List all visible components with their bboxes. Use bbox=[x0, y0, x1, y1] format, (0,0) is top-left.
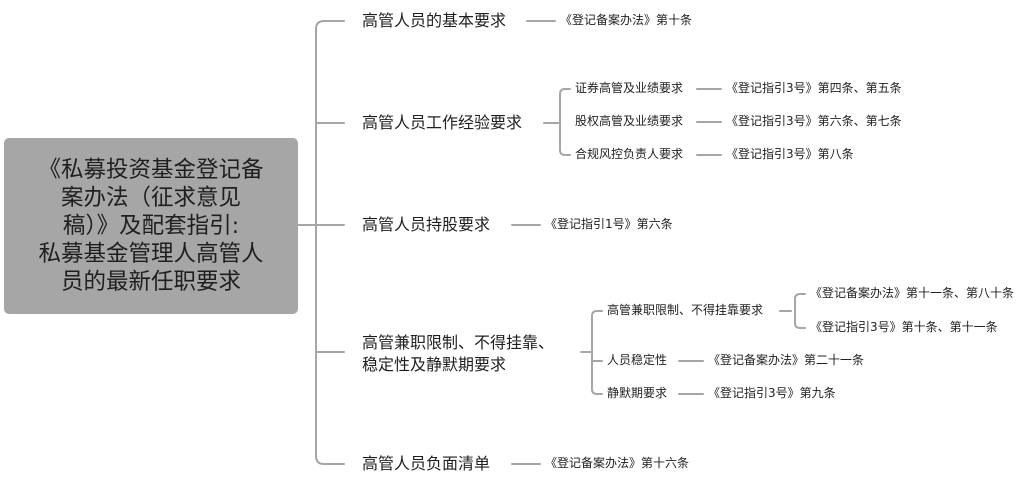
sub-bracket-2 bbox=[559, 88, 571, 156]
branch-2-child-1-ref: 《登记指引3号》第四条、第五条 bbox=[726, 81, 902, 95]
branch-4-child-3-label: 静默期要求 bbox=[607, 386, 668, 400]
root-title-line-1: 《私募投资基金登记备 bbox=[38, 157, 264, 183]
branch-5-label: 高管人员负面清单 bbox=[362, 454, 491, 473]
branch-2-child-2-label: 股权高管及业绩要求 bbox=[575, 114, 684, 128]
branch-4-child-2-label: 人员稳定性 bbox=[607, 353, 668, 367]
root-title-line-3: 稿）》及配套指引: bbox=[62, 213, 240, 239]
branch-5-ref: 《登记备案办法》第十六条 bbox=[545, 456, 690, 470]
branch-4-child-1-label: 高管兼职限制、不得挂靠要求 bbox=[607, 303, 764, 317]
root-title-line-5: 员的最新任职要求 bbox=[60, 269, 241, 295]
branch-4-child-1-ref-2: 《登记指引3号》第十条、第十一条 bbox=[810, 320, 998, 334]
branch-3-ref: 《登记指引1号》第六条 bbox=[545, 217, 673, 231]
branch-2-child-1-label: 证券高管及业绩要求 bbox=[575, 81, 684, 95]
sub-bracket-4 bbox=[591, 310, 603, 395]
branch-3-label: 高管人员持股要求 bbox=[362, 215, 491, 234]
branch-2-child-3-label: 合规风控负责人要求 bbox=[575, 147, 684, 161]
root-title-line-4: 私募基金管理人高管人 bbox=[38, 241, 264, 267]
leaf-bracket bbox=[794, 293, 806, 329]
branch-2-child-2-ref: 《登记指引3号》第六条、第七条 bbox=[726, 114, 902, 128]
branch-1-ref: 《登记备案办法》第十条 bbox=[560, 13, 693, 27]
branch-4-child-2-ref: 《登记备案办法》第二十一条 bbox=[708, 353, 865, 367]
main-trunk bbox=[315, 20, 345, 465]
branch-4-label-line-2: 稳定性及静默期要求 bbox=[362, 355, 507, 374]
branch-4-label-line-1: 高管兼职限制、不得挂靠、 bbox=[362, 333, 555, 352]
branch-4-child-3-ref: 《登记指引3号》第九条 bbox=[708, 386, 836, 400]
root-node: 《私募投资基金登记备 案办法（征求意见 稿）》及配套指引: 私募基金管理人高管人… bbox=[4, 138, 298, 314]
branch-4-child-1-ref-1: 《登记备案办法》第十一条、第八十条 bbox=[810, 286, 1015, 300]
branch-2-label: 高管人员工作经验要求 bbox=[362, 113, 523, 132]
branch-1-label: 高管人员的基本要求 bbox=[362, 11, 507, 30]
root-title-line-2: 案办法（征求意见 bbox=[60, 185, 241, 211]
branch-2-child-3-ref: 《登记指引3号》第八条 bbox=[726, 147, 854, 161]
